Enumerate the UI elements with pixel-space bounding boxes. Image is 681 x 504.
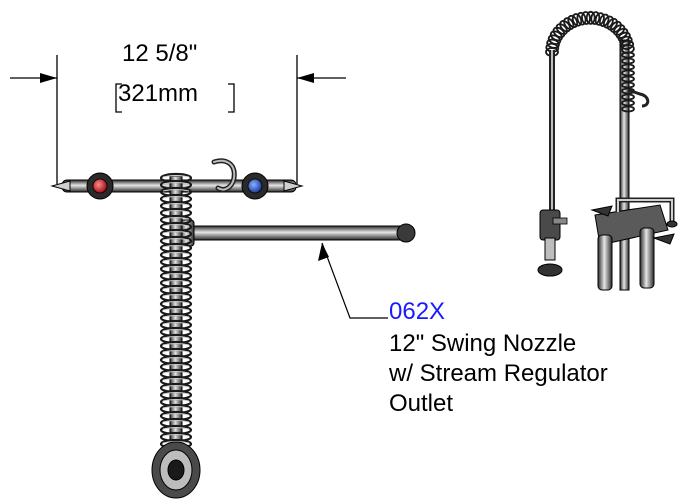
spring-coil-highlight [162,343,190,346]
spring-coil-highlight [162,357,190,360]
arc-spring-coil [567,14,579,29]
arc-spring-coil [571,13,583,27]
arc-spring-coil [555,23,568,35]
spring-coil-highlight [162,196,190,199]
spring-coil-highlight [162,182,190,185]
leader-arrowhead [318,243,329,261]
post-spring-coil [621,63,635,71]
spring-coil-highlight [162,231,190,234]
arc-spring-coil [590,11,601,25]
spring-coil-highlight [162,434,190,437]
spring-coil-highlight [162,322,190,325]
spring-coil-highlight [162,308,190,311]
spring-coil-highlight [162,175,190,178]
spring-coil-highlight [162,350,190,353]
inlet-left [50,180,71,192]
description-line-3: Outlet [389,390,454,417]
inlet-right [283,180,304,192]
post-hook-icon [627,88,650,108]
spring-coil-highlight [162,238,190,241]
handle-right-icon [652,233,675,245]
arc-spring-coil [563,17,575,30]
callout-leader [318,242,388,319]
spring-coil-highlight [162,273,190,276]
leader-line [321,242,388,319]
spring-coil-highlight [162,245,190,248]
arc-spring-coil [598,13,610,27]
spring-coil-highlight [162,413,190,416]
shank-left [597,234,613,291]
spring-coil-highlight [162,329,190,332]
spring-coil-highlight [162,287,190,290]
post-spring-coil [621,51,635,59]
spring-coil-highlight [162,280,190,283]
spray-face [167,459,185,481]
spring-hose [159,172,193,450]
arrowhead-right [297,73,314,83]
faucet-front-view [50,158,416,499]
deck-body [594,204,669,246]
nozzle-outlet-tip [396,223,416,243]
arc-spring-coil [594,12,605,26]
arrowhead-left [40,73,57,83]
bracket-left [115,83,122,113]
spring-coil-highlight [162,294,190,297]
arc-spring-coil [620,39,635,50]
swing-nozzle-pipe [187,225,411,241]
spring-coil-highlight [162,420,190,423]
hot-handle-icon [92,178,108,194]
arc-spring-coil [585,10,596,25]
post-spring-coil [621,99,635,107]
spray-head-right [537,263,563,277]
faucet-perspective-view [537,10,678,291]
spring-coil-highlight [162,210,190,213]
spring-coil-highlight [162,203,190,206]
spray-valve-right [539,209,561,241]
handle-left-icon [590,205,613,217]
spring-coil-highlight [162,189,190,192]
bracket-right [228,83,235,113]
description-line-1: 12" Swing Nozzle [389,330,577,357]
spring-coil-highlight [162,392,190,395]
dimension-imperial-label: 12 5/8" [122,40,198,67]
spring-coil-highlight [162,315,190,318]
description-line-2: w/ Stream Regulator [389,360,608,387]
post-spring-coil [621,93,635,101]
spring-coil-highlight [162,259,190,262]
spring-coil-highlight [162,371,190,374]
spring-coil-highlight [162,364,190,367]
spring-coil-highlight [162,385,190,388]
spring-coil-highlight [162,406,190,409]
spring-coil-highlight [162,266,190,269]
spring-coil-highlight [162,224,190,227]
post-spring-coil [621,69,635,77]
spring-coil-highlight [162,378,190,381]
post-spring-coil [621,81,635,89]
post-spring-coil [621,75,635,83]
spring-coil-highlight [162,427,190,430]
arc-spring-coil [576,11,587,26]
spring-coil-highlight [162,399,190,402]
shank-right [639,227,655,289]
spring-coil-highlight [162,217,190,220]
arc-spring-coil [581,11,591,25]
arc-spring-coil [602,15,614,29]
dimension-metric-label: 321mm [118,80,199,107]
dimension-annotation [10,55,346,184]
part-number-label: 062X [389,298,446,325]
post-spring-coil [621,105,635,113]
cold-handle-icon [247,178,263,194]
spring-coil-highlight [162,252,190,255]
spring-coil-highlight [162,301,190,304]
riser-post [619,39,630,291]
post-spring-coil [621,57,635,65]
arc-spring-coil [559,20,571,33]
spring-coil-highlight [162,336,190,339]
